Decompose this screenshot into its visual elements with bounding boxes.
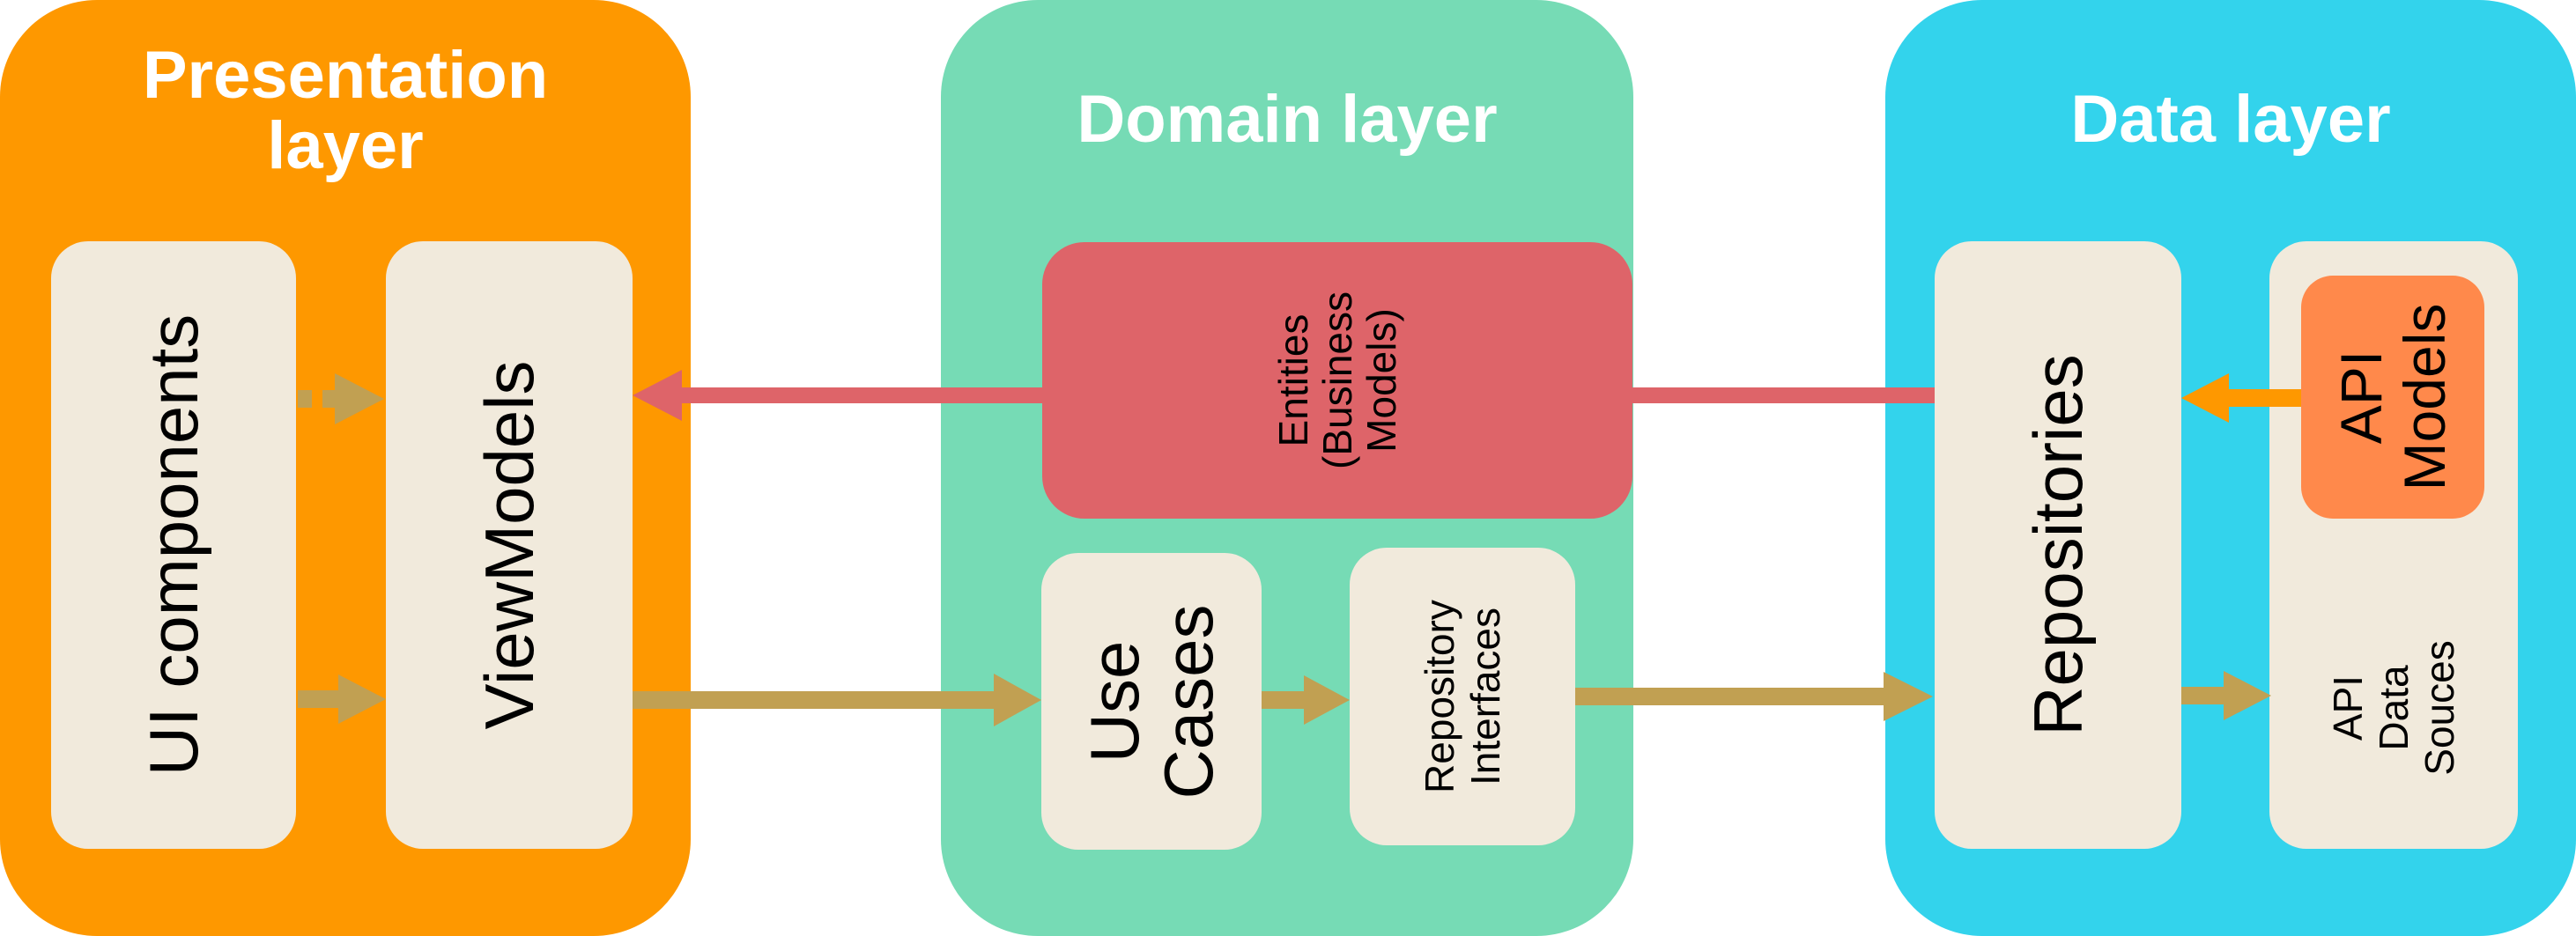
ui-components-box: UI components bbox=[51, 241, 296, 849]
domain-layer: Domain layer Entities (Business Models) … bbox=[941, 0, 1633, 936]
presentation-layer: Presentation layer UI components ViewMod… bbox=[0, 0, 691, 936]
entities-to-viewmodels-arrow bbox=[633, 370, 1042, 421]
view-models-box: ViewModels bbox=[386, 241, 633, 849]
repositories-to-entities-arrow bbox=[1573, 370, 1935, 421]
ui-to-viewmodels-arrow-top bbox=[298, 373, 384, 424]
data-layer: Data layer Repositories API Data Souces … bbox=[1885, 0, 2576, 936]
domain-layer-title: Domain layer bbox=[1077, 82, 1498, 157]
viewmodels-to-usecases-arrow bbox=[633, 674, 1041, 726]
entities-box: Entities (Business Models) bbox=[1042, 242, 1632, 519]
presentation-layer-title: Presentation layer bbox=[142, 38, 549, 183]
usecases-to-repointerfaces-arrow bbox=[1262, 675, 1350, 725]
data-layer-title: Data layer bbox=[2070, 82, 2391, 157]
repository-interfaces-box: Repository Interfaces bbox=[1350, 548, 1575, 845]
repositories-box: Repositories bbox=[1935, 241, 2181, 849]
ui-to-viewmodels-arrow-bottom bbox=[298, 674, 386, 724]
use-cases-box: Use Cases bbox=[1041, 553, 1262, 850]
apimodels-to-repositories-arrow bbox=[2181, 373, 2301, 423]
api-models-box: API Models bbox=[2301, 276, 2484, 519]
repointerfaces-to-repositories-arrow bbox=[1575, 672, 1933, 721]
repositories-to-apidatasources-arrow bbox=[2181, 671, 2271, 720]
